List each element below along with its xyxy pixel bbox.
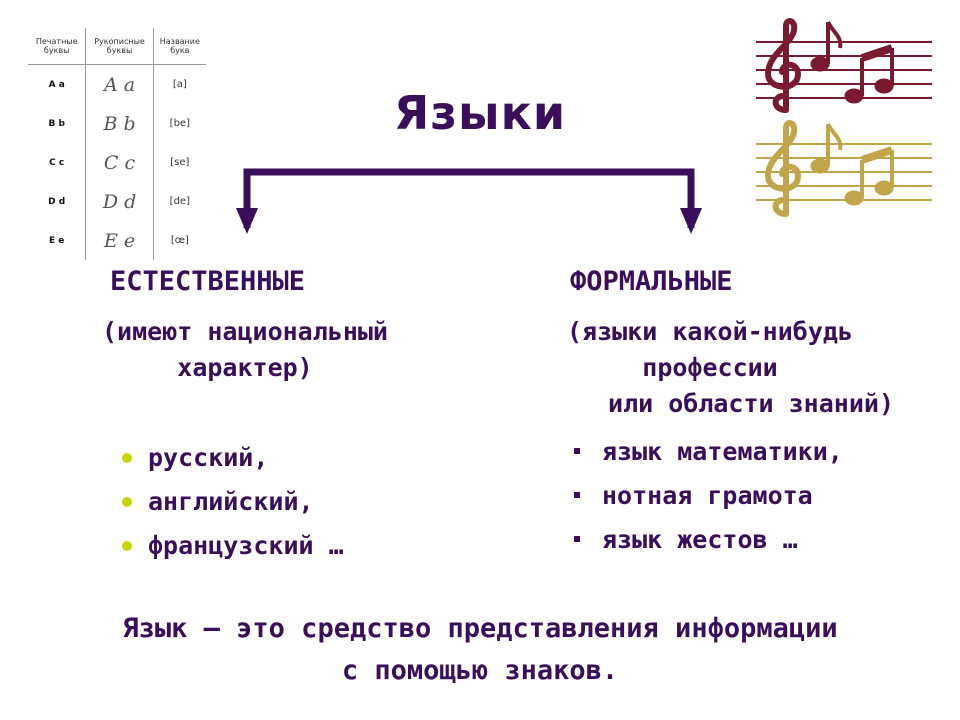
list-item: нотная грамота: [574, 474, 843, 518]
alphabet-row: D d D d [de]: [28, 182, 206, 221]
print-letter: A a: [28, 64, 87, 104]
alphabet-header-print: Печатные буквы: [28, 28, 87, 65]
page-title: Языки: [393, 86, 567, 140]
alphabet-table: Печатные буквы Рукописные буквы Название…: [28, 28, 206, 262]
arrow-right-head: [680, 208, 702, 234]
bullet-dot-icon: [122, 453, 132, 463]
formal-description: (языки какой-нибудь профессии или област…: [500, 314, 920, 422]
list-item: русский,: [122, 436, 344, 480]
print-letter: D d: [28, 182, 87, 221]
letter-name: [a]: [172, 79, 187, 90]
definition-line1: Язык — это средство представления информ…: [122, 613, 838, 644]
formal-desc-line1: (языки какой-нибудь: [567, 317, 853, 346]
alphabet-header-name: Название букв: [153, 28, 206, 65]
music-staff-top: [756, 18, 932, 113]
bullet-square-icon: [574, 536, 580, 542]
hand-letter: A a: [85, 64, 154, 104]
hand-letter: C c: [85, 143, 154, 182]
branch-arrows-diagram: [236, 168, 702, 234]
formal-heading: ФОРМАЛЬНЫЕ: [570, 266, 733, 297]
definition-line2: с помощью знаков.: [341, 655, 619, 686]
alphabet-row: A a A a [a]: [28, 64, 206, 104]
formal-languages-list: язык математики, нотная грамота язык жес…: [574, 430, 843, 562]
hand-letter: B b: [85, 104, 154, 143]
bullet-square-icon: [574, 448, 580, 454]
list-item: язык жестов …: [574, 518, 843, 562]
bullet-dot-icon: [122, 541, 132, 551]
formal-desc-line3: или области знаний): [608, 389, 894, 418]
natural-heading: ЕСТЕСТВЕННЫЕ: [110, 266, 306, 297]
music-staff-bottom: [756, 120, 932, 217]
branch-connector-line: [243, 168, 695, 228]
letter-name: [se]: [170, 157, 190, 168]
arrow-left-head: [236, 208, 258, 234]
hand-letter: D d: [85, 182, 154, 221]
natural-languages-list: русский, английский, французский …: [122, 436, 344, 568]
letter-name: [be]: [169, 118, 190, 129]
alphabet-row: C c C c [se]: [28, 143, 206, 182]
formal-desc-line2: профессии: [642, 353, 778, 382]
print-letter: C c: [28, 143, 87, 182]
print-letter: B b: [28, 104, 87, 143]
natural-description: (имеют национальный характер): [40, 314, 450, 386]
alphabet-header-hand: Рукописные буквы: [85, 28, 154, 65]
letter-name: [œ]: [170, 235, 189, 246]
list-item: французский …: [122, 524, 344, 568]
definition-text: Язык — это средство представления информ…: [0, 608, 960, 692]
letter-name: [de]: [169, 196, 190, 207]
music-notes-image: [756, 18, 932, 217]
hand-letter: E e: [85, 221, 154, 260]
bullet-dot-icon: [122, 497, 132, 507]
print-letter: E e: [28, 221, 87, 260]
list-item: язык математики,: [574, 430, 843, 474]
alphabet-row: B b B b [be]: [28, 104, 206, 143]
bullet-square-icon: [574, 492, 580, 498]
alphabet-row: E e E e [œ]: [28, 221, 206, 260]
natural-desc-line1: (имеют национальный: [102, 317, 388, 346]
list-item: английский,: [122, 480, 344, 524]
natural-desc-line2: характер): [177, 353, 313, 382]
